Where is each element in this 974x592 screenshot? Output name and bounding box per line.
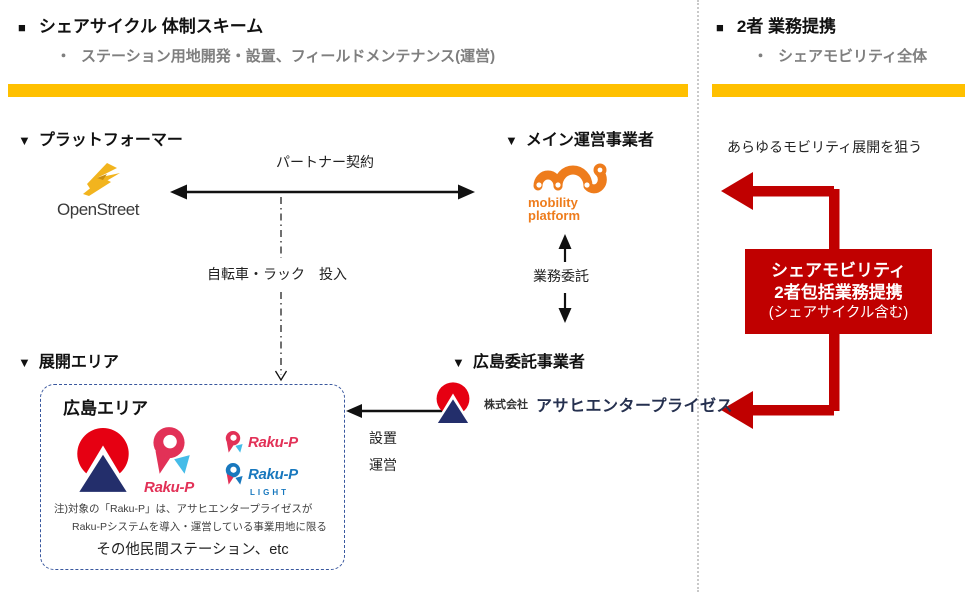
right-section-subtitle: ・ シェアモビリティ全体 [753, 45, 927, 66]
deployment-area-heading-text: 展開エリア [38, 354, 119, 371]
left-section-header: ■ シェアサイクル 体制スキーム [18, 12, 263, 37]
panel-divider [697, 0, 699, 592]
rakup-red-logo: Raku-P [223, 430, 298, 455]
mobility-platform-logo: mobility platform [528, 155, 618, 222]
main-operator-heading: ▼ メイン運営事業者 [505, 126, 654, 150]
openstreet-swoosh-icon [83, 163, 120, 196]
hiroshima-area-title: 広島エリア [63, 399, 148, 418]
deployment-area-heading: ▼ 展開エリア [18, 348, 119, 372]
alliance-line1: シェアモビリティ [771, 260, 906, 280]
triangle-bullet-icon: ▼ [505, 133, 518, 148]
asahi-mountain-icon [435, 382, 471, 424]
partner-contract-label: パートナー契約 [252, 154, 398, 171]
hiroshima-contractor-heading: ▼ 広島委託事業者 [452, 348, 585, 372]
platformer-heading-text: プラットフォーマー [38, 132, 183, 149]
square-bullet-icon: ■ [716, 20, 724, 35]
left-title: シェアサイクル 体制スキーム [38, 17, 264, 36]
alliance-box: シェアモビリティ 2者包括業務提携 (シェアサイクル含む) [745, 249, 932, 334]
openstreet-wordmark: OpenStreet [57, 200, 139, 219]
hiroshima-contractor-heading-text: 広島委託事業者 [472, 354, 585, 371]
rakup-note-line1: 注)対象の「Raku-P」は、アサヒエンタープライゼスが [54, 503, 313, 515]
right-subtitle-text: シェアモビリティ全体 [778, 48, 928, 65]
right-section-header: ■ 2者 業務提携 [716, 12, 836, 37]
square-bullet-icon: ■ [18, 20, 26, 35]
hiroshima-area-box: 広島エリア Raku-P Raku-P [40, 384, 345, 570]
company-prefix: 株式会社 [484, 399, 528, 411]
company-name: アサヒエンタープライゼス [536, 398, 734, 415]
rakup-light-caption: LIGHT [250, 488, 289, 497]
rakup-light-wordmark: Raku-P [248, 466, 298, 483]
dot-bullet-icon: ・ [56, 48, 72, 65]
left-section-subtitle: ・ ステーション用地開発・設置、フィールドメンテナンス(運営) [56, 45, 495, 66]
rakup-note: 注)対象の「Raku-P」は、アサヒエンタープライゼスが Raku-Pシステムを… [54, 500, 327, 537]
rakup-wordmark: Raku-P [144, 479, 194, 496]
dot-bullet-icon: ・ [753, 48, 769, 65]
rakup-pin-icon [153, 427, 190, 474]
outsourcing-label: 業務委託 [530, 268, 592, 285]
mobility-wordmark-line2: platform [528, 208, 580, 223]
aim-text: あらゆるモビリティ展開を狙う [727, 139, 923, 155]
triangle-bullet-icon: ▼ [452, 355, 465, 370]
install-label: 設置 [366, 430, 400, 447]
bike-rack-dashdot-arrow [274, 197, 288, 382]
rakup-light-pin-icon [225, 462, 243, 485]
right-title: 2者 業務提携 [736, 17, 837, 36]
other-stations-label: その他民間ステーション、etc [96, 542, 289, 558]
openstreet-logo: OpenStreet [33, 160, 163, 220]
triangle-bullet-icon: ▼ [18, 133, 31, 148]
bike-rack-label: 自転車・ラック 投入 [204, 266, 350, 283]
rakup-pin-logo: Raku-P [137, 425, 201, 496]
triangle-bullet-icon: ▼ [18, 355, 31, 370]
left-subtitle-text: ステーション用地開発・設置、フィールドメンテナンス(運営) [81, 48, 496, 65]
asahi-enterprises-logo: 株式会社 アサヒエンタープライゼス [430, 380, 733, 428]
alliance-line3: (シェアサイクル含む) [768, 305, 909, 322]
rakup-note-line2: Raku-Pシステムを導入・運営している事業用地に限る [72, 521, 327, 534]
asahi-mountain-icon [75, 428, 131, 492]
mobility-platform-icon [533, 163, 607, 194]
right-accent-bar [712, 84, 965, 97]
partner-contract-arrow [170, 184, 475, 200]
main-operator-heading-text: メイン運営事業者 [525, 132, 654, 149]
rakup-light-logo: Raku-P [223, 462, 298, 487]
operate-label: 運営 [366, 457, 400, 474]
left-accent-bar [8, 84, 688, 97]
rakup-small-pin-icon [225, 430, 243, 453]
mobility-wordmark-line1: mobility [528, 195, 578, 210]
rakup-red-wordmark: Raku-P [248, 434, 298, 451]
alliance-line2: 2者包括業務提携 [774, 283, 903, 303]
platformer-heading: ▼ プラットフォーマー [18, 126, 183, 150]
